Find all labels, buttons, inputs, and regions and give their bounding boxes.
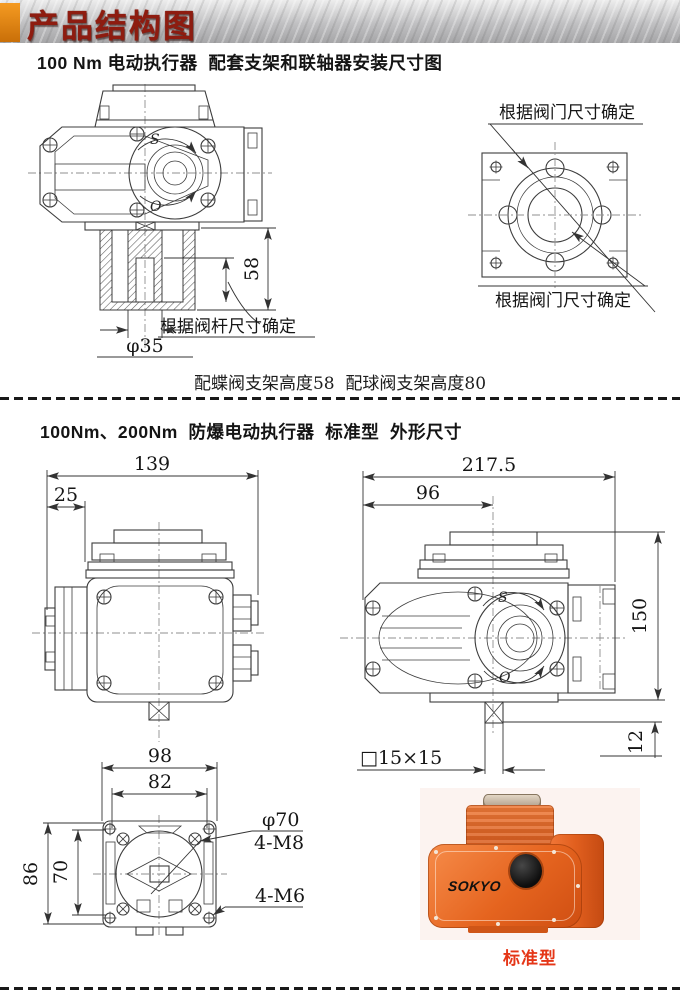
mark-shut: S [498,590,508,606]
svg-text:98: 98 [148,745,172,767]
svg-text:25: 25 [54,484,78,506]
brand-logo: SOKYO [447,878,502,894]
dim-bottom-70: 70 [50,829,106,916]
section2-title: 100Nm、200Nm 防爆电动执行器 标准型 外形尺寸 [40,422,462,442]
note-valve-size-bottom: 根据阀门尺寸确定 [495,291,631,311]
arrow-cw [482,592,545,611]
header-accent-bar [0,3,20,42]
actuator-bracket-side-view: S O 58 根据阀杆尺寸确定 [28,84,315,358]
svg-text:139: 139 [134,453,170,475]
front-view-drawing: 139 25 [32,453,264,742]
svg-text:150: 150 [629,598,651,634]
leader-bolt-circle: φ70 4-M8 [150,809,304,895]
side-view-drawing: 217.5 96 S O [340,454,665,774]
photo-screws [434,850,438,854]
note-stem: 根据阀杆尺寸确定 [160,317,296,337]
dim-front-offset: 25 [47,484,86,562]
dim-bottom-98: 98 [101,745,218,821]
photo-foot [468,926,548,933]
section1-caption: 配蝶阀支架高度58 配球阀支架高度80 [193,374,487,394]
dim-bottom-86: 86 [20,822,104,925]
photo-dial-window [508,852,544,890]
leader-m6: 4-M6 [212,885,305,916]
svg-text:82: 82 [148,771,172,793]
bottom-view-drawing: 98 82 86 70 [20,745,305,938]
dim-bracket-height: 58 [197,227,276,311]
svg-text:φ70: φ70 [262,809,299,831]
dim-bottom-82: 82 [111,771,208,828]
svg-text:4-M8: 4-M8 [254,832,304,854]
photo-terminal-box [466,805,554,849]
photo-main-body: SOKYO [428,844,582,928]
page-title: 产品结构图 [27,8,198,44]
dim-front-width: 139 [46,453,259,610]
dim-side-center: 96 [363,482,493,509]
standard-type-label: 标准型 [503,949,557,968]
svg-text:96: 96 [416,482,440,504]
svg-text:□15×15: □15×15 [360,747,442,769]
note-valve-size-top: 根据阀门尺寸确定 [499,103,635,123]
mounting-flange-view: 根据阀门尺寸确定 根据阀门尺寸确定 [468,103,656,313]
svg-text:12: 12 [625,730,647,754]
svg-text:86: 86 [20,862,42,886]
product-photo: SOKYO [420,788,640,940]
svg-text:217.5: 217.5 [462,454,516,476]
svg-text:4-M6: 4-M6 [255,885,305,907]
arrow-ccw [483,665,545,684]
bottom-divider [0,987,680,990]
dim-stem-note: 根据阀杆尺寸确定 [158,257,315,338]
section1-drawings: S O 58 根据阀杆尺寸确定 [28,84,656,358]
dim-shaft-diameter: φ35 [97,310,193,358]
section1-title: 100 Nm 电动执行器 配套支架和联轴器安装尺寸图 [37,53,443,73]
dim-square-shaft: □15×15 [357,723,545,774]
dim-side-width: 217.5 [362,454,616,600]
svg-text:φ35: φ35 [126,335,163,357]
page-header: 产品结构图 [0,0,680,44]
svg-text:70: 70 [50,860,72,884]
arrow-cw [137,138,197,154]
svg-text:58: 58 [241,257,263,281]
section2-drawings: 139 25 [20,453,665,938]
dim-shaft-length: 12 [503,721,662,758]
mark-open: O [150,199,162,215]
dim-side-height: 150 [537,531,665,701]
arrow-ccw [139,190,197,206]
section-divider [0,397,680,400]
